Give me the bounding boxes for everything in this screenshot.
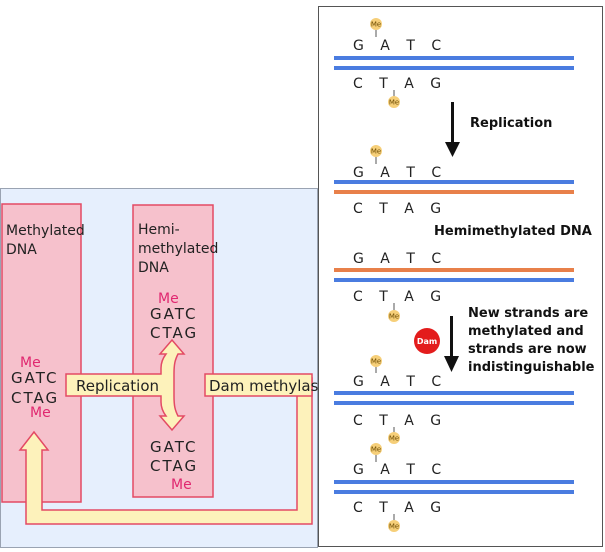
seq-top-5: G A T C	[353, 462, 447, 478]
strand-1b	[334, 66, 574, 70]
dam-enzyme-label: Dam	[417, 337, 437, 346]
me-badge-3-label: Me	[371, 148, 381, 156]
replication-arrow-shaft	[451, 102, 454, 144]
hemi-title-line-3: DNA	[138, 260, 169, 276]
strand-5a	[334, 480, 574, 484]
me-badge-2-label: Me	[389, 99, 399, 107]
seq-top-1: G A T C	[353, 38, 447, 54]
new-strands-line-3: strands are now	[468, 342, 587, 357]
hemi-title-line-2: methylated	[138, 241, 218, 257]
me-badge-8-label: Me	[389, 523, 399, 531]
seq-bottom-2: C T A G	[353, 201, 447, 217]
strand-1a	[334, 56, 574, 60]
methylated-title-line-1: Methylated	[6, 223, 85, 239]
me-badge-8	[388, 520, 400, 532]
hemi-lower-seq-bottom: CTAG	[150, 457, 198, 475]
panel-border	[318, 6, 603, 547]
me-badge-7	[370, 443, 382, 455]
methylation-cycle-diagram: Methylated DNA Hemi- methylated DNA Repl…	[0, 188, 328, 548]
return-loop-arrow	[18, 377, 313, 525]
me-badge-6-label: Me	[389, 435, 399, 443]
me-badge-7-label: Me	[371, 446, 381, 454]
me-badge-5-label: Me	[371, 358, 381, 366]
hemi-lower-seq-top: GATC	[150, 438, 197, 456]
replication-fork-arrow	[65, 338, 186, 432]
replication-label: Replication	[470, 116, 552, 131]
methylated-seq-bottom: CTAG	[11, 389, 59, 407]
hemi-lower-me: Me	[171, 477, 192, 493]
new-strands-line-1: New strands are	[468, 306, 588, 321]
strand-4a	[334, 391, 574, 395]
strand-4b	[334, 401, 574, 405]
dna-replication-panel: Me G A T C C T A G Me Replication Me G A…	[318, 6, 603, 547]
hemi-upper-me: Me	[158, 291, 179, 307]
me-badge-2	[388, 96, 400, 108]
me-badge-5	[370, 355, 382, 367]
strand-2a	[334, 180, 574, 184]
me-badge-4	[388, 310, 400, 322]
new-strands-line-4: indistinguishable	[468, 360, 595, 375]
me-badge-6	[388, 432, 400, 444]
replication-arrow-head	[445, 142, 460, 157]
new-strands-line-2: methylated and	[468, 324, 584, 339]
methylation-arrow-shaft	[450, 316, 453, 358]
methylated-me-top: Me	[20, 355, 41, 371]
hemi-upper-seq-top: GATC	[150, 305, 197, 323]
dam-methylase-label: Dam methylase	[209, 377, 318, 395]
strand-3a	[334, 268, 574, 272]
replication-label: Replication	[76, 377, 159, 395]
seq-bottom-4: C T A G	[353, 413, 447, 429]
hemimethylated-label: Hemimethylated DNA	[434, 224, 592, 239]
methylated-title-line-2: DNA	[6, 242, 37, 258]
me-badge-1	[370, 18, 382, 30]
seq-bottom-3: C T A G	[353, 289, 447, 305]
strand-3b	[334, 278, 574, 282]
dam-enzyme-circle	[414, 328, 440, 354]
replication-sequence-diagram: Me G A T C C T A G Me Replication Me G A…	[318, 6, 603, 547]
seq-bottom-1: C T A G	[353, 76, 447, 92]
methylated-seq-top: GATC	[11, 369, 58, 387]
me-badge-4-label: Me	[389, 313, 399, 321]
methylation-arrow-head	[444, 356, 459, 372]
seq-top-3: G A T C	[353, 251, 447, 267]
strand-5b	[334, 490, 574, 494]
dam-methylase-box	[204, 373, 313, 397]
hemi-title-line-1: Hemi-	[138, 222, 180, 238]
me-badge-1-label: Me	[371, 21, 381, 29]
strand-2b	[334, 190, 574, 194]
seq-top-4: G A T C	[353, 374, 447, 390]
methylated-me-bottom: Me	[30, 405, 51, 421]
hemi-upper-seq-bottom: CTAG	[150, 324, 198, 342]
seq-bottom-5: C T A G	[353, 500, 447, 516]
methylation-cycle-panel: Methylated DNA Hemi- methylated DNA Repl…	[0, 188, 328, 548]
me-badge-3	[370, 145, 382, 157]
seq-top-2: G A T C	[353, 165, 447, 181]
